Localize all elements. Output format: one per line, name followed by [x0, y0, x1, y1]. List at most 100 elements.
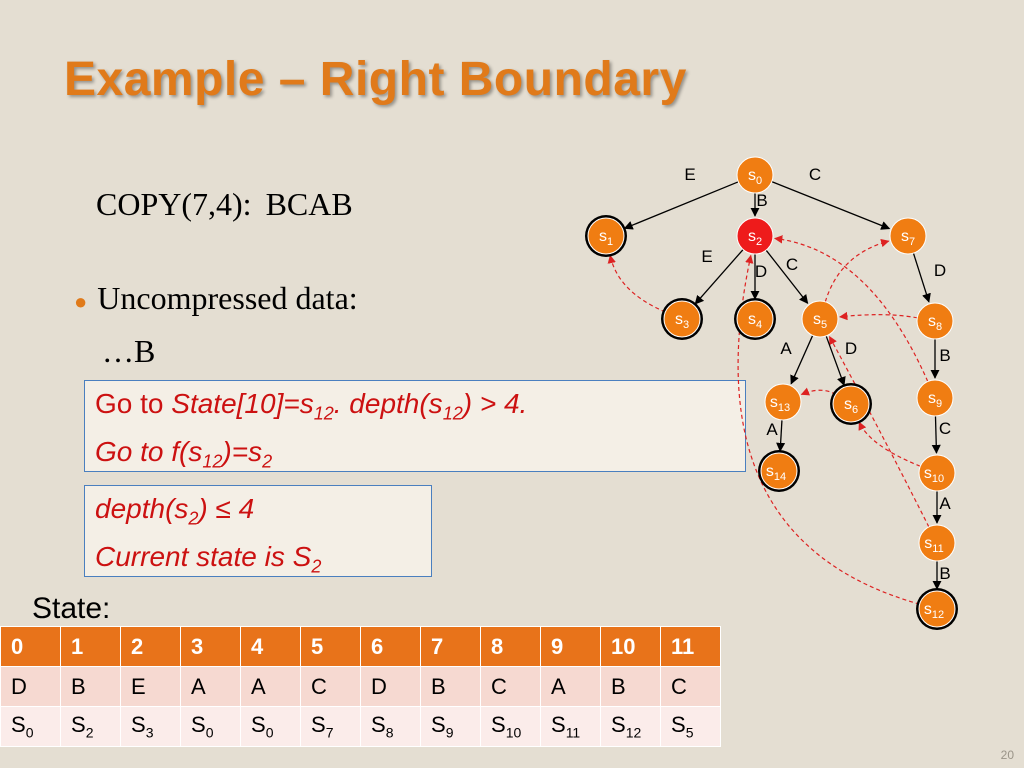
- box-line: Go to State[10]=s12. depth(s12) > 4.: [95, 385, 735, 433]
- svg-text:s1: s1: [599, 228, 613, 248]
- state-index: 2: [85, 724, 94, 741]
- edge-s9-s10: [931, 415, 941, 454]
- state-base: S: [371, 712, 386, 738]
- state-index: 10: [505, 724, 522, 741]
- copy-char: B: [331, 186, 353, 222]
- table-header-cell: 4: [240, 626, 301, 667]
- node-label-base: s: [844, 396, 852, 413]
- edge-label: C: [939, 419, 951, 438]
- state-node-s3: s3: [661, 298, 703, 340]
- node-label-index: 13: [778, 402, 790, 414]
- page-title: Example – Right Boundary: [64, 53, 687, 106]
- state-index: 0: [265, 724, 274, 741]
- table-cell-state: S10: [480, 706, 541, 747]
- edge-label: D: [934, 261, 946, 280]
- node-label-index: 6: [852, 404, 858, 416]
- node-label-base: s: [748, 228, 756, 245]
- edge-label: A: [939, 494, 951, 513]
- table-header-cell: 0: [0, 626, 61, 667]
- table-cell-state: S0: [240, 706, 301, 747]
- node-label-base: s: [748, 167, 756, 184]
- box-text: 2: [262, 451, 273, 472]
- state-index: 3: [145, 724, 154, 741]
- state-base: S: [311, 712, 326, 738]
- table-cell-state: S2: [60, 706, 121, 747]
- edge-label: C: [809, 165, 821, 184]
- node-label-index: 5: [821, 319, 827, 331]
- table-cell-char: A: [540, 666, 601, 707]
- state-node-s4: s4: [734, 298, 776, 340]
- svg-text:s0: s0: [748, 167, 762, 187]
- state-index: 12: [625, 724, 642, 741]
- failure-link-s10-s6: [858, 421, 921, 467]
- table-cell-state: S8: [360, 706, 421, 747]
- copy-label: COPY(7,4):: [96, 186, 252, 222]
- svg-text:s11: s11: [924, 535, 943, 555]
- table-header-cell: 9: [540, 626, 601, 667]
- uncompressed-data: …B: [102, 333, 156, 369]
- box-text: 12: [313, 403, 334, 424]
- table-header-cell: 5: [300, 626, 361, 667]
- table-cell-state: S0: [0, 706, 61, 747]
- state-node-s9: s9: [916, 379, 954, 417]
- table-header-cell: 1: [60, 626, 121, 667]
- edge-label: D: [845, 339, 857, 358]
- node-label-index: 9: [936, 398, 942, 410]
- failure-link-s3-s1: [607, 254, 666, 313]
- svg-text:s9: s9: [928, 390, 942, 410]
- state-node-s11: s11: [918, 524, 956, 562]
- box-text: ) ≤ 4: [198, 493, 255, 524]
- state-node-s10: s10: [918, 454, 956, 492]
- state-node-s0: s0: [736, 156, 774, 194]
- state-base: S: [251, 712, 266, 738]
- node-label-base: s: [748, 311, 756, 328]
- table-cell-state: S11: [540, 706, 601, 747]
- node-label-base: s: [901, 228, 909, 245]
- svg-text:s4: s4: [748, 311, 762, 331]
- state-node-s2: s2: [736, 217, 774, 255]
- svg-text:s3: s3: [675, 311, 689, 331]
- edge-s5-s6: [825, 335, 846, 387]
- box-line: Go to f(s12)=s2: [95, 433, 735, 481]
- state-base: S: [611, 712, 626, 738]
- node-label-base: s: [770, 394, 778, 411]
- copy-char: A: [308, 186, 332, 222]
- state-index: 0: [205, 724, 214, 741]
- node-label-index: 10: [932, 473, 944, 485]
- copy-char: B: [265, 186, 287, 222]
- edge-label: B: [756, 191, 767, 210]
- state-node-s14: s14: [758, 450, 800, 492]
- table-cell-state: S7: [300, 706, 361, 747]
- state-base: S: [191, 712, 206, 738]
- state-label: State:: [32, 592, 111, 625]
- edge-label: B: [939, 346, 950, 365]
- table-cell-char: C: [300, 666, 361, 707]
- svg-text:s2: s2: [748, 228, 762, 248]
- state-base: S: [431, 712, 446, 738]
- failure-link-s8-s5: [839, 311, 918, 321]
- node-label-index: 0: [756, 175, 762, 187]
- bullet-item: ●Uncompressed data:: [74, 280, 358, 317]
- table-cell-char: B: [420, 666, 481, 707]
- table-cell-char: D: [360, 666, 421, 707]
- table-header-cell: 3: [180, 626, 241, 667]
- table-cell-char: B: [600, 666, 661, 707]
- edge-label: A: [766, 420, 778, 439]
- failure-link-s12-s2: [737, 254, 920, 605]
- state-base: S: [131, 712, 146, 738]
- node-label-base: s: [924, 465, 932, 482]
- table-cell-char: C: [480, 666, 541, 707]
- svg-text:s6: s6: [844, 396, 858, 416]
- edge-s7-s8: [912, 252, 931, 303]
- table-cell-char: A: [240, 666, 301, 707]
- box-text: Go to f(s: [95, 435, 203, 467]
- failure-link-s6-s13: [800, 387, 837, 396]
- state-node-s6: s6: [830, 383, 872, 425]
- node-label-index: 7: [909, 236, 915, 248]
- node-label-index: 4: [756, 319, 762, 331]
- box-text: ) > 4.: [462, 388, 528, 419]
- svg-text:s14: s14: [766, 463, 786, 483]
- edge-label: C: [786, 255, 798, 274]
- edge-label: B: [939, 564, 950, 583]
